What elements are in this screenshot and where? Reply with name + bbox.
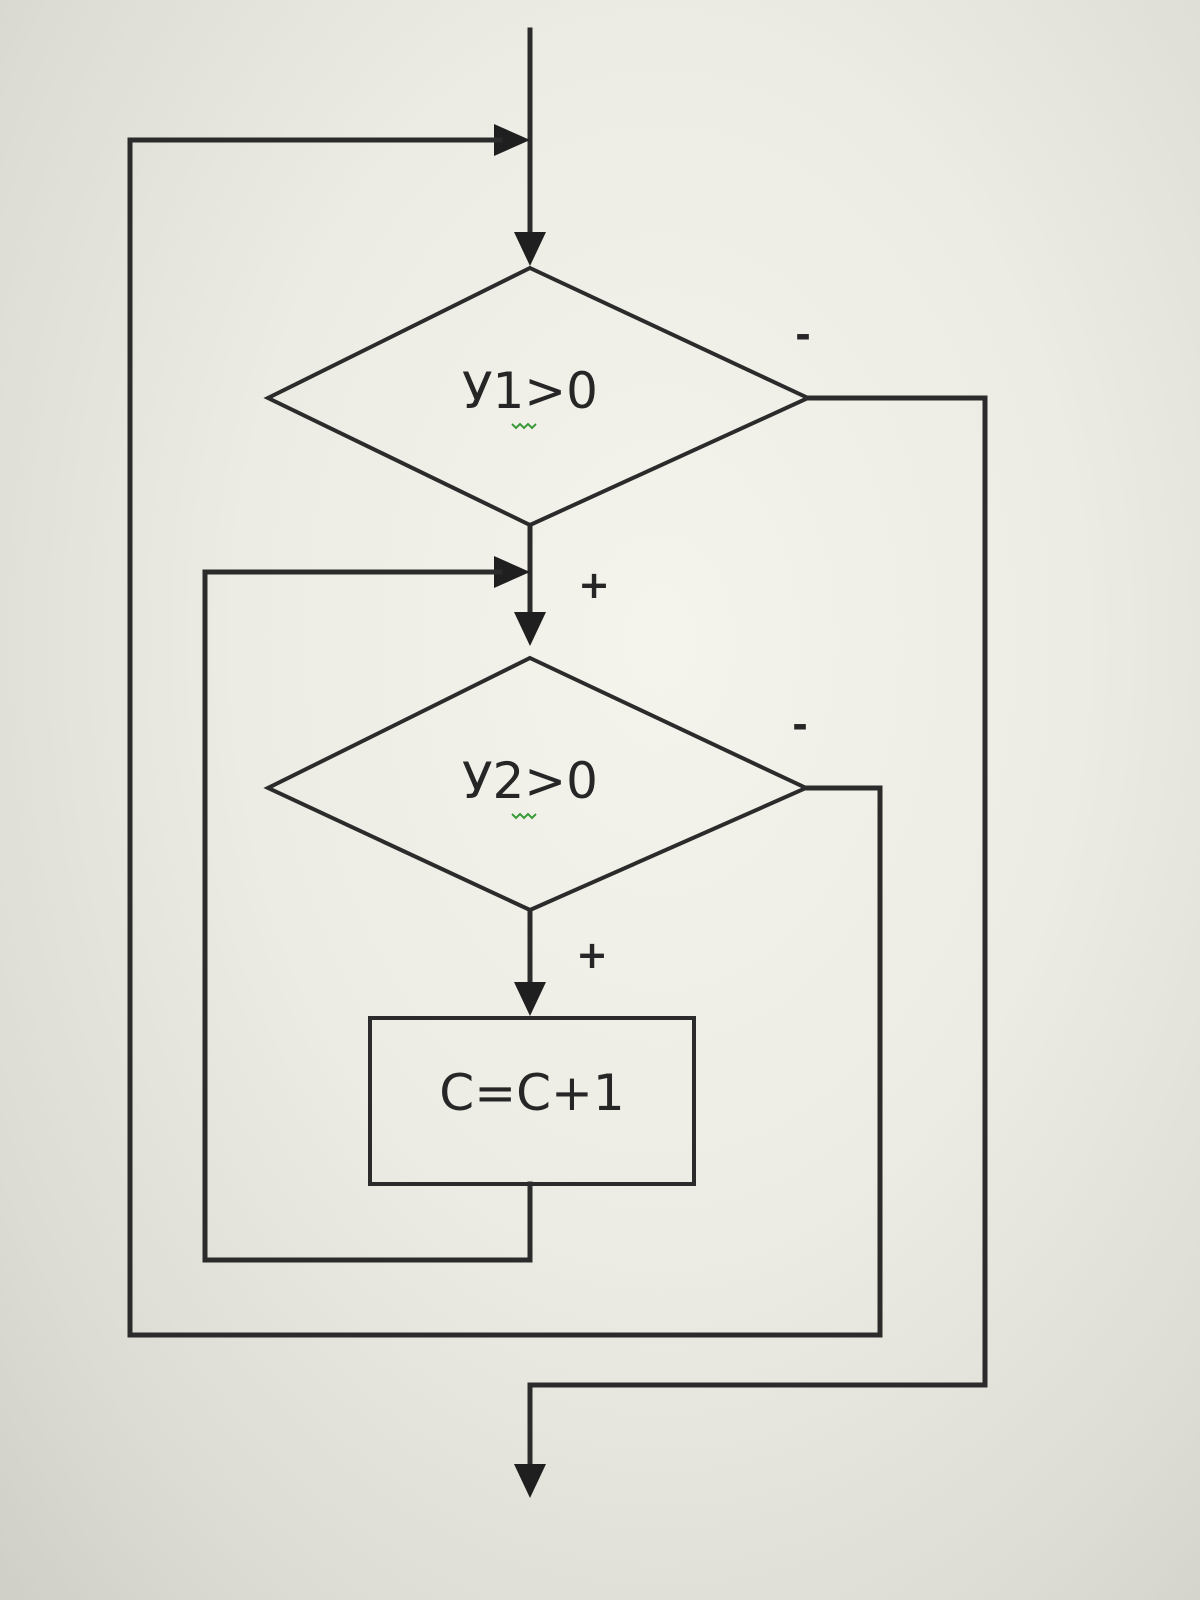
process-entry-arrowhead (514, 982, 546, 1016)
decision2-no-label: - (792, 703, 808, 747)
decision1-spellcheck-underline (511, 422, 537, 430)
exit-arrowhead (514, 1464, 546, 1498)
decision1-label: У1>0 (462, 362, 598, 420)
decision1-no-label: - (795, 313, 811, 357)
entry-arrowhead (514, 232, 546, 266)
exit-connector (527, 395, 988, 1473)
inner-loop-connector (202, 569, 533, 1263)
decision2-spellcheck-underline (511, 812, 537, 820)
inner-loop-arrowhead (494, 556, 530, 588)
outer-loop-arrowhead (494, 124, 530, 156)
process-label: C=C+1 (439, 1064, 624, 1122)
decision2-entry-arrowhead (514, 612, 546, 646)
decision1-yes-label: + (578, 563, 610, 607)
decision2-yes-label: + (576, 933, 608, 977)
decision2-label: У2>0 (462, 752, 598, 810)
outer-loop-connector (127, 137, 883, 1338)
